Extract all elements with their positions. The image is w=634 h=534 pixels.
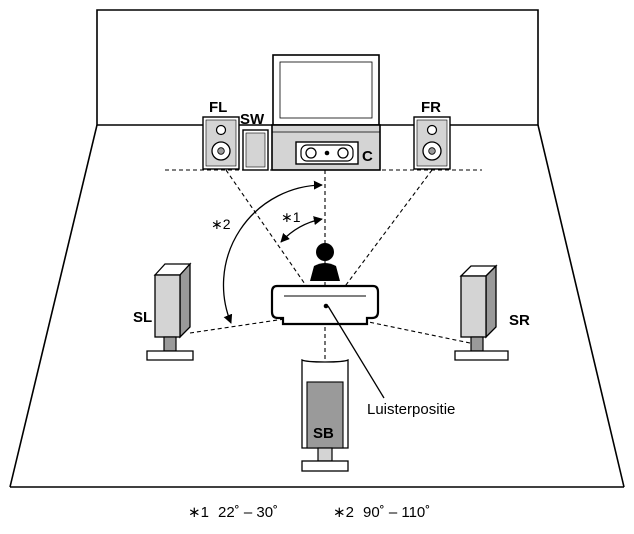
- footnote-1-marker: ∗1: [188, 504, 209, 521]
- label-surround-right: SR: [509, 312, 530, 329]
- listening-sofa: [270, 284, 380, 326]
- room-outline: [9, 9, 625, 488]
- footnote-2-range: 90˚ – 110˚: [363, 504, 431, 521]
- angle-arcs: [222, 180, 323, 324]
- footnote-2-marker: ∗2: [333, 504, 354, 521]
- front-right-speaker: [413, 116, 451, 170]
- angle-arc-2: [222, 180, 323, 324]
- surround-back-speaker: [301, 358, 349, 472]
- surround-left-speaker: [146, 262, 194, 361]
- front-left-speaker: [202, 116, 240, 170]
- listening-position-label: Luisterpositie: [367, 401, 456, 418]
- listener-figure: [310, 243, 340, 281]
- listening-position-leader: [327, 305, 385, 399]
- label-surround-left: SL: [133, 309, 153, 326]
- surround-right-speaker: [454, 264, 509, 361]
- footnote-1-range: 22˚ – 30˚: [218, 504, 279, 521]
- tv-screen: [272, 54, 380, 126]
- angle-marker-1: ∗1: [281, 209, 301, 225]
- label-front-right: FR: [421, 99, 441, 116]
- label-surround-back: SB: [313, 425, 334, 442]
- label-center: C: [362, 148, 373, 165]
- subwoofer: [242, 129, 269, 171]
- label-front-left: FL: [209, 99, 228, 116]
- center-speaker: [295, 141, 359, 165]
- angle-marker-2: ∗2: [211, 216, 231, 232]
- label-subwoofer: SW: [240, 111, 265, 128]
